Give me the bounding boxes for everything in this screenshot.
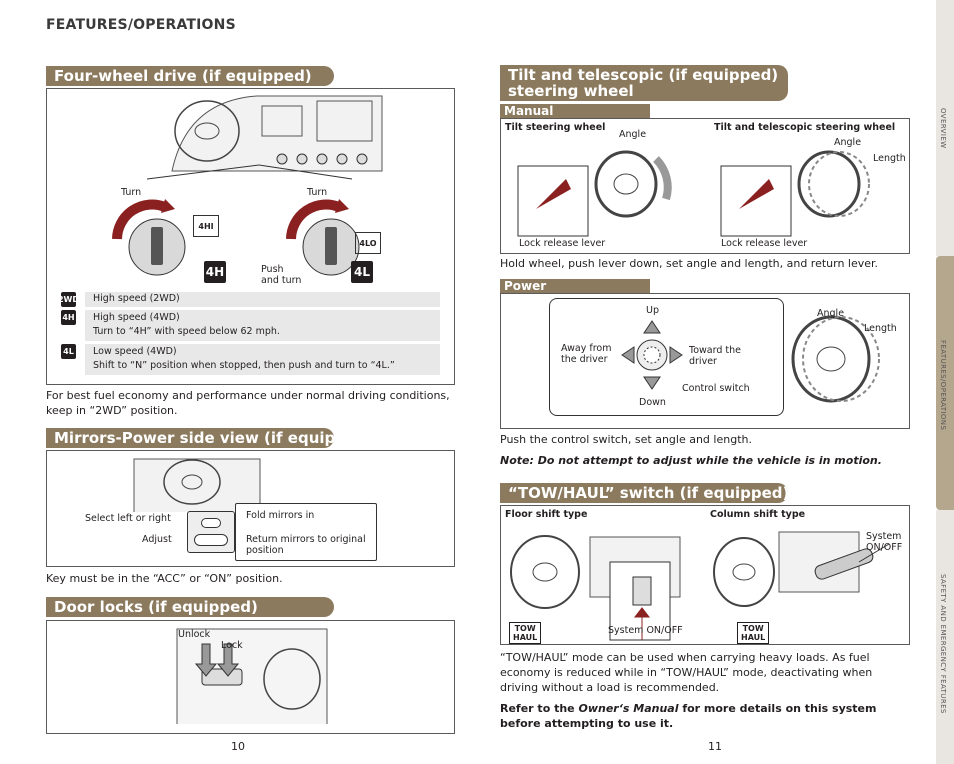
unlock-label: Unlock [178, 629, 211, 640]
floor-shift-label: Floor shift type [505, 509, 588, 520]
lock-label: Lock [221, 640, 243, 651]
mirrors-note: Key must be in the “ACC” or “ON” positio… [46, 572, 283, 585]
mirror-switch-panel [187, 511, 235, 553]
fold-callout: Fold mirrors in Return mirrors to origin… [235, 503, 377, 561]
manual-box: Tilt steering wheel Tilt and telescopic … [500, 118, 910, 254]
tilt-telescopic-illustration [720, 150, 870, 237]
tilt-steering-wheel-label: Tilt steering wheel [505, 122, 606, 133]
dashboard-illustration [171, 95, 383, 172]
control-switch-label: Control switch [682, 383, 750, 394]
tow-haul-label-floor: TOW HAUL [509, 622, 542, 644]
transfer-dial-left [112, 199, 186, 276]
section-title-tilt: Tilt and telescopic (if equipped) steeri… [500, 65, 788, 101]
section-title-door-locks: Door locks (if equipped) [46, 597, 334, 617]
4h-big-icon: 4H [204, 261, 226, 283]
power-box: Up Away from the driver Toward the drive… [500, 293, 910, 429]
side-tab-features-label: FEATURES/OPERATIONS [939, 340, 947, 431]
power-switch-callout: Up Away from the driver Toward the drive… [549, 298, 784, 416]
refer-to-manual: Refer to the Owner‘s Manual for more det… [500, 702, 877, 730]
column-shift-illustration [713, 531, 890, 607]
section-title-tow-haul: “TOW/HAUL” switch (if equipped) [500, 483, 789, 503]
4h-icon: 4H [61, 310, 76, 325]
length-label-1: Length [873, 153, 906, 164]
four-wheel-drive-note: For best fuel economy and performance un… [46, 389, 450, 417]
system-on-off-column: System ON/OFF [866, 531, 903, 553]
tow-haul-paragraph: “TOW/HAUL” mode can be used when carryin… [500, 651, 873, 694]
side-tab-overview-label: OVERVIEW [939, 108, 947, 149]
page-number-right: 11 [708, 740, 722, 753]
turn-label-right: Turn [307, 187, 328, 198]
control-switch-icon [621, 320, 683, 390]
adjust-label: Adjust [142, 534, 172, 545]
dial-label-4lo: 4LO [355, 232, 381, 254]
up-label: Up [646, 305, 659, 316]
mode-row-4h: High speed (4WD) Turn to “4H” with speed… [85, 310, 440, 341]
turn-label-left: Turn [121, 187, 142, 198]
2wd-icon: 2WD [58, 292, 79, 307]
power-subbar: Power [500, 279, 650, 293]
manual-note: Hold wheel, push lever down, set angle a… [500, 257, 879, 270]
down-label: Down [639, 397, 666, 408]
page-number-left: 10 [231, 740, 245, 753]
select-left-right-label: Select left or right [85, 513, 171, 524]
tilt-telescopic-label: Tilt and telescopic steering wheel [714, 122, 896, 133]
transfer-dial-right [286, 199, 360, 276]
tow-haul-label-column: TOW HAUL [737, 622, 770, 644]
door-lock-illustration [176, 628, 328, 724]
tow-haul-box: Floor shift type Column shift type TOW H… [500, 505, 910, 645]
4l-icon: 4L [61, 344, 76, 359]
return-mirrors-label: Return mirrors to original position [246, 534, 366, 556]
power-wheel-illustration [791, 315, 880, 403]
mirrors-box: Select left or right Adjust Fold mirrors… [46, 450, 455, 567]
angle-label-2: Angle [834, 137, 862, 148]
column-shift-label: Column shift type [710, 509, 806, 520]
tilt-wheel-illustration [517, 150, 672, 237]
side-tab-features[interactable]: FEATURES/OPERATIONS [936, 256, 954, 510]
lock-release-label-1: Lock release lever [519, 238, 606, 249]
door-locks-box: Unlock Lock [46, 620, 455, 734]
mode-row-4l: Low speed (4WD) Shift to “N” position wh… [85, 344, 440, 375]
manual-subbar: Manual [500, 104, 650, 118]
section-title-four-wheel-drive: Four-wheel drive (if equipped) [46, 66, 334, 86]
power-note: Push the control switch, set angle and l… [500, 433, 752, 446]
callout-lines [146, 164, 353, 180]
side-tab-safety-label: SAFETY AND EMERGENCY FEATURES [939, 574, 947, 714]
side-tab-safety[interactable]: SAFETY AND EMERGENCY FEATURES [936, 510, 954, 764]
mirror-dash-illustration [133, 458, 261, 512]
angle-label-3: Angle [817, 308, 845, 319]
push-and-turn-label: Push and turn [261, 264, 302, 286]
toward-driver-label: Toward the driver [689, 345, 741, 367]
floor-shift-illustration [510, 535, 681, 641]
angle-label-1: Angle [619, 129, 647, 140]
mode-row-2wd: High speed (2WD) [85, 292, 440, 307]
dial-label-4hi: 4HI [193, 215, 219, 237]
lock-release-label-2: Lock release lever [721, 238, 808, 249]
length-label-2: Length [864, 323, 897, 334]
side-tab-overview[interactable]: OVERVIEW [936, 0, 954, 256]
mirror-select-switch [201, 518, 221, 528]
section-title-mirrors: Mirrors-Power side view (if equipped) [46, 428, 374, 448]
4l-big-icon: 4L [351, 261, 373, 283]
mirror-adjust-switch [194, 534, 228, 546]
away-from-driver-label: Away from the driver [561, 343, 612, 365]
system-on-off-floor: System ON/OFF [608, 625, 683, 636]
four-wheel-drive-box: Turn 4HI 4H Turn 4LO Push and turn 4L 2W… [46, 88, 455, 385]
motion-warning: Note: Do not attempt to adjust while the… [500, 454, 882, 467]
page-header-title: FEATURES/OPERATIONS [46, 17, 236, 33]
fold-mirrors-label: Fold mirrors in [246, 510, 315, 521]
